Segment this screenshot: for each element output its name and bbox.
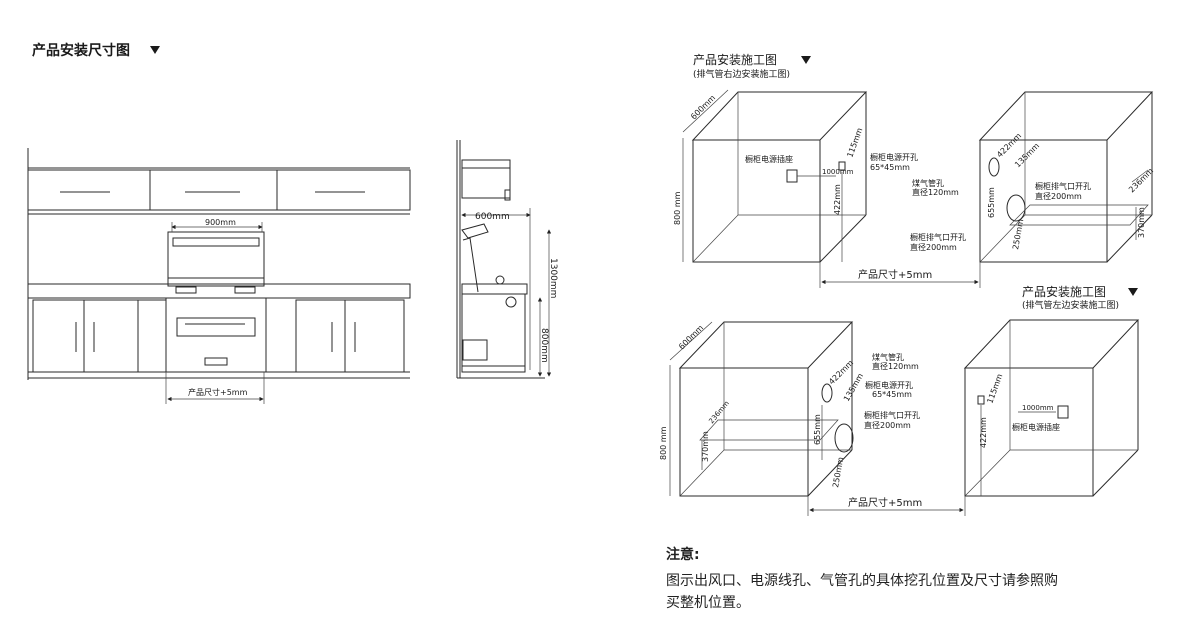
left-dim-product: 产品尺寸+5mm — [188, 387, 248, 397]
rb-exhaust-size: 直径200mm — [864, 420, 911, 430]
rb-d655: 655mm — [813, 414, 822, 445]
down-triangle-icon — [801, 56, 811, 64]
rt-d422b: 422mm — [995, 131, 1023, 159]
side-dim-800: 800mm — [539, 328, 549, 363]
rb-socket: 橱柜电源插座 — [1012, 422, 1060, 432]
rb-gas: 煤气管孔 — [872, 352, 904, 362]
rb-d1000: 1000mm — [1022, 404, 1054, 412]
rb-exhaust: 橱柜排气口开孔 — [864, 410, 920, 420]
rb-title: 产品安装施工图 — [1022, 284, 1106, 299]
note-line1: 图示出风口、电源线孔、气管孔的具体挖孔位置及尺寸请参照购 — [666, 573, 1058, 589]
rt-exhaust: 橱柜排气口开孔 — [910, 232, 966, 242]
rt-exhaust-size: 直径200mm — [910, 242, 957, 252]
rt-d250: 250mm — [1011, 218, 1025, 250]
side-dim-600: 600mm — [475, 212, 510, 222]
rt-gas: 煤气管孔 — [912, 178, 944, 188]
rb-power-size: 65*45mm — [872, 390, 912, 399]
rt-product: 产品尺寸+5mm — [858, 268, 932, 281]
side-dim-1300: 1300mm — [548, 258, 558, 298]
rb-d250: 250mm — [831, 456, 845, 488]
rb-d600: 600mm — [677, 323, 705, 351]
left-section: 产品安装尺寸图 — [27, 42, 558, 404]
down-triangle-icon — [1128, 288, 1138, 296]
rt-title: 产品安装施工图 — [693, 52, 777, 67]
rt-exhaust2: 橱柜排气口开孔 — [1035, 181, 1091, 191]
rt-subtitle: (排气管右边安装施工图) — [693, 68, 790, 80]
down-triangle-icon — [150, 46, 160, 54]
rb-d800: 800 mm — [659, 426, 668, 460]
rb-subtitle: (排气管左边安装施工图) — [1022, 299, 1119, 311]
rt-socket: 橱柜电源插座 — [745, 154, 793, 164]
right-top-section: 产品安装施工图 (排气管右边安装施工图) 600mm 800 mm 橱柜电源插座… — [673, 52, 1155, 288]
rt-d800: 800 mm — [673, 191, 682, 225]
rt-d1000: 1000mm — [822, 168, 854, 176]
rt-d236: 236mm — [1127, 166, 1155, 194]
rt-d135: 135mm — [1013, 141, 1041, 169]
rb-d115: 115mm — [985, 372, 1004, 404]
rb-power-hole: 橱柜电源开孔 — [865, 380, 913, 390]
note-title: 注意: — [666, 547, 700, 563]
rb-product: 产品尺寸+5mm — [848, 496, 922, 509]
rt-exhaust2-size: 直径200mm — [1035, 191, 1082, 201]
rt-power-size: 65*45mm — [870, 163, 910, 172]
side-view: 600mm 1300mm 800mm — [456, 140, 558, 379]
note-block: 注意: 图示出风口、电源线孔、气管孔的具体挖孔位置及尺寸请参照购 买整机位置。 — [666, 544, 1166, 614]
rb-gas-size: 直径120mm — [872, 361, 919, 371]
rb-d236: 236mm — [707, 399, 731, 425]
note-line2: 买整机位置。 — [666, 595, 750, 611]
rt-d115: 115mm — [845, 126, 864, 158]
rb-d422b: 422mm — [979, 417, 988, 448]
rb-d370: 370mm — [701, 431, 710, 462]
rt-power-hole: 橱柜电源开孔 — [870, 152, 918, 162]
rt-d422a: 422mm — [833, 184, 842, 215]
rt-d655: 655mm — [987, 187, 996, 218]
rt-d370: 370mm — [1137, 207, 1146, 238]
left-title: 产品安装尺寸图 — [32, 42, 130, 59]
kitchen-elevation: 900mm 产品尺寸+5mm — [27, 148, 411, 404]
rb-d135: 135mm — [842, 372, 865, 403]
right-bottom-section: 产品安装施工图 (排气管左边安装施工图) 600mm 800 mm 236mm … — [659, 284, 1140, 516]
rt-gas-size: 直径120mm — [912, 187, 959, 197]
left-dim-900: 900mm — [205, 218, 236, 227]
rt-d600: 600mm — [689, 93, 717, 121]
